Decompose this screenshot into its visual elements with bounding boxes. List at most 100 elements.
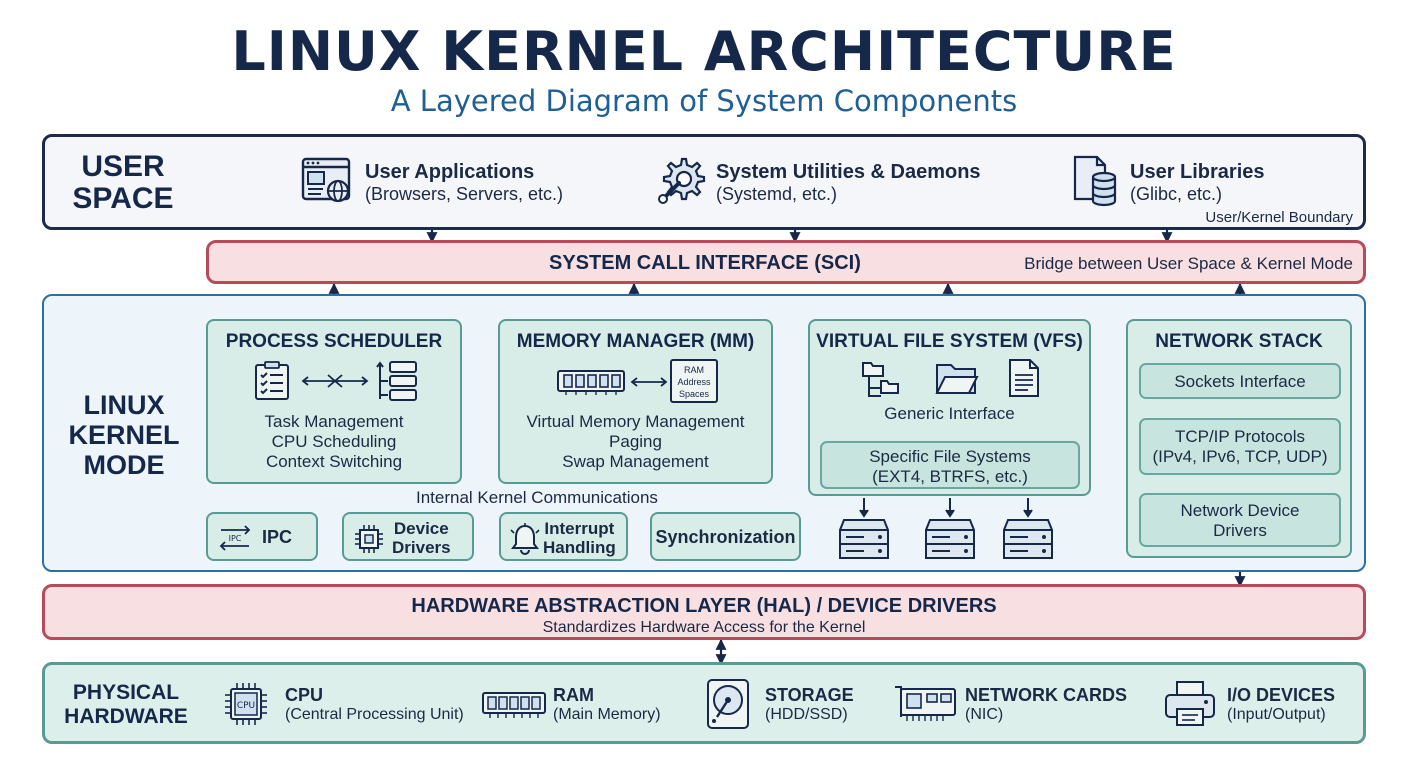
bell-icon (510, 523, 540, 555)
memory-map-arrow-icon (630, 377, 668, 387)
ipc-arrows-icon: IPC (219, 525, 251, 551)
drive-1-icon (839, 519, 889, 559)
ram-box-line2: Address (677, 377, 711, 387)
kernel-label-line3: MODE (83, 450, 165, 480)
process-scheduler-title: PROCESS SCHEDULER (225, 331, 443, 352)
document-icon (1009, 359, 1039, 397)
hal-layer: HARDWARE ABSTRACTION LAYER (HAL) / DEVIC… (42, 584, 1366, 640)
scheduler-line-context: Context Switching (265, 452, 403, 471)
internal-kernel-comm-label: Internal Kernel Communications (416, 488, 658, 507)
user-space-label-line1: USER (81, 150, 165, 183)
hw-network-title: NETWORK CARDS (965, 685, 1127, 705)
specific-fs-title: Specific File Systems (869, 447, 1031, 466)
sci-note: Bridge between User Space & Kernel Mode (1024, 254, 1353, 273)
drive-2-icon (925, 519, 975, 559)
hw-io-desc: (Input/Output) (1227, 706, 1326, 723)
cpu-chip-text: CPU (237, 701, 255, 711)
printer-icon (1165, 681, 1215, 726)
network-stack-module: NETWORK STACK Sockets Interface TCP/IP P… (1126, 319, 1352, 558)
browser-window-icon (301, 157, 351, 203)
process-scheduler-module: PROCESS SCHEDULER Task Management CPU Sc… (206, 319, 462, 484)
process-scheduler-lines: Task Management CPU Scheduling Context S… (208, 412, 460, 472)
user-space-layer: USER SPACE User Applications (Browsers, … (42, 134, 1366, 230)
vfs-title: VIRTUAL FILE SYSTEM (VFS) (816, 331, 1083, 352)
interrupt-line1: Interrupt (544, 519, 615, 538)
sockets-interface-box: Sockets Interface (1139, 363, 1341, 399)
device-drivers-module: Device Drivers (342, 512, 474, 561)
interrupt-handling-module: Interrupt Handling (499, 512, 628, 561)
tcpip-desc: (IPv4, IPv6, TCP, UDP) (1152, 447, 1328, 467)
network-stack-title: NETWORK STACK (1155, 331, 1323, 352)
user-space-label-line2: SPACE (72, 181, 174, 215)
memory-line-swap: Swap Management (562, 452, 709, 471)
memory-line-paging: Paging (609, 432, 662, 451)
hardware-label-line2: HARDWARE (64, 705, 188, 728)
system-call-interface: SYSTEM CALL INTERFACE (SCI) Bridge betwe… (206, 240, 1366, 284)
ram-address-spaces-box: RAM Address Spaces (670, 359, 718, 403)
chip-icon (355, 525, 383, 553)
library-database-icon (1073, 155, 1117, 207)
hw-io-title: I/O DEVICES (1227, 685, 1336, 705)
user-libs-desc: (Glibc, etc.) (1130, 184, 1223, 204)
hardware-label-line1: PHYSICAL (72, 681, 180, 704)
physical-hardware-layer: PHYSICAL HARDWARE CPU CPU (Central Proce… (42, 662, 1366, 744)
hw-ram-title: RAM (553, 685, 594, 705)
memory-manager-module: MEMORY MANAGER (MM) RAM Address Spaces V… (498, 319, 773, 484)
memory-line-virtual: Virtual Memory Management (526, 412, 745, 431)
memory-manager-lines: Virtual Memory Management Paging Swap Ma… (500, 412, 771, 472)
hard-disk-icon (707, 679, 749, 729)
kernel-label-line2: KERNEL (68, 420, 180, 450)
user-kernel-boundary-note: User/Kernel Boundary (1205, 209, 1353, 226)
ram-box-line3: Spaces (678, 389, 710, 399)
user-apps-title: User Applications (365, 161, 535, 183)
storage-drive-icons (839, 498, 1053, 559)
device-drivers-label: Device Drivers (392, 519, 451, 557)
tcpip-protocols-box: TCP/IP Protocols (IPv4, IPv6, TCP, UDP) (1139, 418, 1341, 475)
network-card-icon (895, 686, 956, 721)
kernel-label-line1: LINUX (83, 390, 165, 420)
diagram-title: LINUX KERNEL ARCHITECTURE (231, 20, 1177, 83)
ipc-label: IPC (262, 527, 293, 547)
scheduler-line-cpu: CPU Scheduling (271, 432, 397, 451)
hw-cpu-title: CPU (285, 685, 324, 705)
user-space-label: USER SPACE (53, 151, 193, 214)
interrupt-label: Interrupt Handling (543, 519, 616, 557)
synchronization-module: Synchronization (650, 512, 801, 561)
hw-ram-desc: (Main Memory) (553, 706, 661, 723)
ram-stick-icon (482, 692, 546, 718)
user-libs-title: User Libraries (1130, 161, 1265, 183)
specific-file-systems-box: Specific File Systems (EXT4, BTRFS, etc.… (820, 441, 1080, 489)
open-folder-icon (935, 364, 979, 394)
sockets-interface-label: Sockets Interface (1174, 372, 1306, 391)
synchronization-label: Synchronization (655, 527, 796, 547)
device-drivers-line1: Device (393, 519, 449, 538)
interrupt-line2: Handling (543, 538, 616, 557)
sci-title: SYSTEM CALL INTERFACE (SCI) (549, 252, 861, 274)
hw-cpu-desc: (Central Processing Unit) (285, 706, 464, 723)
vfs-generic-interface: Generic Interface (884, 404, 1015, 423)
system-utils-title: System Utilities & Daemons (716, 161, 981, 183)
diagram-subtitle: A Layered Diagram of System Components (390, 84, 1018, 118)
ram-module-icon (557, 370, 625, 395)
vfs-module: VIRTUAL FILE SYSTEM (VFS) Generic Interf… (808, 319, 1091, 496)
specific-fs-desc: (EXT4, BTRFS, etc.) (872, 467, 1028, 487)
hal-desc: Standardizes Hardware Access for the Ker… (542, 619, 866, 636)
cpu-queue-icon (376, 361, 417, 401)
hw-storage-desc: (HDD/SSD) (765, 706, 848, 723)
device-drivers-line2: Drivers (392, 538, 451, 557)
network-device-drivers-box: Network Device Drivers (1139, 493, 1341, 547)
tcpip-title: TCP/IP Protocols (1174, 427, 1306, 446)
system-utils-desc: (Systemd, etc.) (716, 184, 838, 204)
folder-tree-icon (862, 362, 899, 397)
memory-manager-title: MEMORY MANAGER (MM) (516, 331, 755, 352)
net-drivers-line2: Drivers (1213, 521, 1267, 541)
ipc-icon-text: IPC (229, 534, 242, 543)
gear-wrench-icon (658, 157, 706, 204)
user-apps-desc: (Browsers, Servers, etc.) (365, 184, 564, 204)
physical-hardware-label: PHYSICAL HARDWARE (51, 681, 201, 729)
hal-title: HARDWARE ABSTRACTION LAYER (HAL) / DEVIC… (411, 595, 997, 617)
hw-network-desc: (NIC) (965, 706, 1004, 723)
drive-3-icon (1003, 519, 1053, 559)
ipc-module: IPC IPC (206, 512, 318, 561)
kernel-mode-label: LINUX KERNEL MODE (54, 390, 194, 480)
